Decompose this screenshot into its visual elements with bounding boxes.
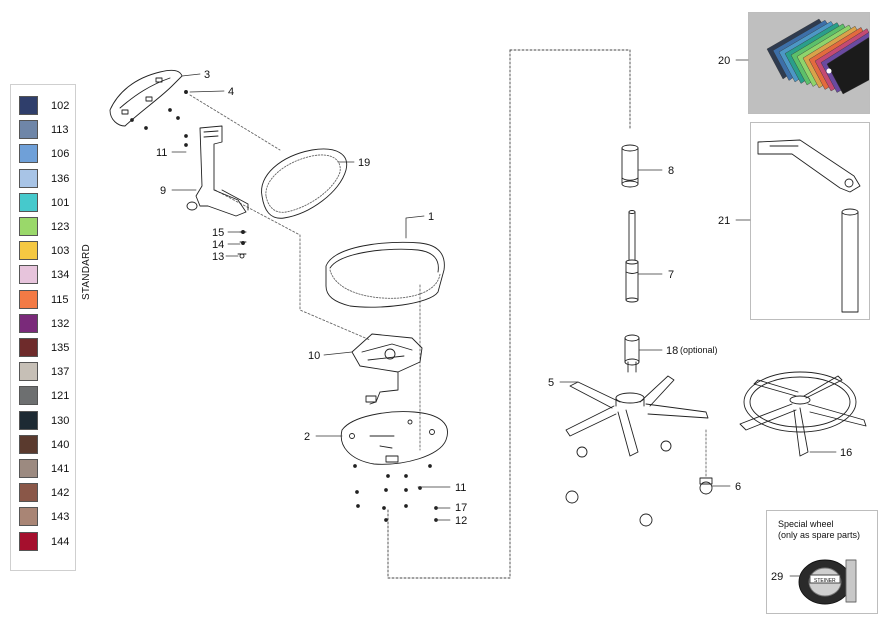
- backrest-support-arm: [195, 125, 247, 217]
- base-castors: [565, 440, 672, 527]
- color-swatch-106: [19, 144, 38, 164]
- assembly-dash-line: [189, 94, 281, 151]
- fabric-fan-image: [766, 18, 869, 95]
- color-swatch-140: [19, 434, 38, 454]
- color-swatch-135: [19, 338, 38, 357]
- label-part-17: 17: [455, 502, 467, 514]
- color-swatch-101: [19, 192, 38, 212]
- label-part-15: 15: [212, 227, 224, 239]
- color-swatch-137: [19, 362, 38, 382]
- fabric-sample: [826, 37, 869, 95]
- swatch-code-label: 101: [51, 196, 70, 209]
- swatch-code-label: 103: [51, 245, 70, 258]
- base-with-foot-ring: [739, 371, 867, 457]
- swatch-code-label: 144: [51, 535, 70, 548]
- special-wheel-note-line1: Special wheel: [778, 519, 834, 529]
- label-part-12: 12: [455, 515, 467, 527]
- seat-mechanism: [351, 333, 423, 373]
- label-part-2: 2: [304, 431, 310, 443]
- assembly-dash-line: [387, 49, 511, 579]
- special-wheel-note-line2: (only as spare parts): [778, 530, 861, 540]
- label-part-3: 3: [204, 69, 210, 81]
- color-swatch-144: [19, 531, 38, 551]
- assembly-dash-line: [214, 189, 371, 341]
- swatch-code-label: 115: [51, 293, 69, 306]
- color-swatch-121: [19, 386, 38, 406]
- gas-lift-sleeve: [621, 144, 639, 188]
- seat-base-plate: [340, 411, 448, 465]
- small-screws: [237, 230, 247, 259]
- special-wheel-image: [798, 559, 857, 605]
- color-swatch-141: [19, 459, 38, 478]
- color-swatch-115: [19, 289, 38, 309]
- backrest-cushion: [261, 148, 348, 219]
- swatch-code-label: 106: [51, 148, 70, 161]
- gas-lift-cylinder: [625, 210, 639, 303]
- swatch-code-label: 136: [51, 172, 70, 185]
- color-swatch-143: [19, 507, 38, 527]
- swatch-code-label: 140: [51, 438, 70, 451]
- color-swatch-134: [19, 265, 38, 285]
- swatch-code-label: 142: [51, 487, 70, 500]
- color-swatch-132: [19, 313, 38, 333]
- label-part-4: 4: [228, 86, 234, 98]
- label-part-14: 14: [212, 239, 224, 251]
- label-part-5: 5: [548, 377, 554, 389]
- color-swatch-142: [19, 483, 38, 503]
- fabric-fan-pivot: [826, 68, 832, 74]
- label-part-21: 21: [718, 215, 730, 227]
- optional-label: (optional): [680, 345, 718, 355]
- seat-cushion: [325, 241, 445, 308]
- swatch-code-label: 130: [51, 414, 70, 427]
- screw-group: [130, 90, 188, 147]
- swatch-code-label: 143: [51, 511, 70, 524]
- fabric-samples-photo: [748, 12, 870, 114]
- swatch-code-label: 134: [51, 269, 70, 282]
- label-part-19: 19: [358, 157, 370, 169]
- swatch-code-label: 135: [51, 342, 70, 354]
- assembly-dash-line: [509, 49, 631, 131]
- color-swatch-102: [19, 96, 38, 115]
- part-number-labels: 3 4 11 9 19 1 15 14 13 10 2 11 17 12 8 7…: [156, 55, 852, 584]
- optional-spacer: [624, 334, 640, 373]
- swatch-code-label: 121: [51, 390, 70, 403]
- label-part-11-lower: 11: [455, 482, 466, 494]
- label-part-29: 29: [771, 571, 783, 583]
- color-swatch-123: [19, 217, 38, 236]
- label-part-16: 16: [840, 447, 852, 459]
- label-part-18: 18: [666, 345, 678, 357]
- five-star-base: [565, 375, 709, 457]
- wheel-brand-text: STEINER: [814, 578, 836, 584]
- color-swatch-103: [19, 241, 38, 261]
- label-part-6: 6: [735, 481, 741, 493]
- label-part-1: 1: [428, 211, 434, 223]
- base-plate-screws: [353, 464, 438, 522]
- label-part-20: 20: [718, 55, 730, 67]
- label-part-7: 7: [668, 269, 674, 281]
- swatch-code-label: 141: [51, 463, 70, 475]
- tool-photo-box: [750, 122, 870, 320]
- label-part-13: 13: [212, 251, 224, 263]
- swatch-code-label: 113: [51, 124, 69, 137]
- label-part-11-upper: 11: [156, 147, 167, 159]
- swatch-code-label: 123: [51, 221, 70, 233]
- color-swatch-136: [19, 168, 38, 188]
- leader-lines: [171, 59, 837, 577]
- color-swatch-panel: 102 113 106 136 101 123 103 134 115 132 135 137 121 1…: [10, 84, 76, 571]
- label-part-10: 10: [308, 350, 320, 362]
- swatch-code-label: 102: [51, 100, 70, 112]
- color-swatch-130: [19, 410, 38, 430]
- label-part-9: 9: [160, 185, 166, 197]
- label-part-8: 8: [668, 165, 674, 177]
- color-swatch-113: [19, 120, 38, 140]
- castor-wheel: [699, 477, 713, 495]
- swatch-code-label: 137: [51, 366, 70, 379]
- swatch-code-label: 132: [51, 317, 70, 330]
- assembly-tool: [757, 139, 861, 313]
